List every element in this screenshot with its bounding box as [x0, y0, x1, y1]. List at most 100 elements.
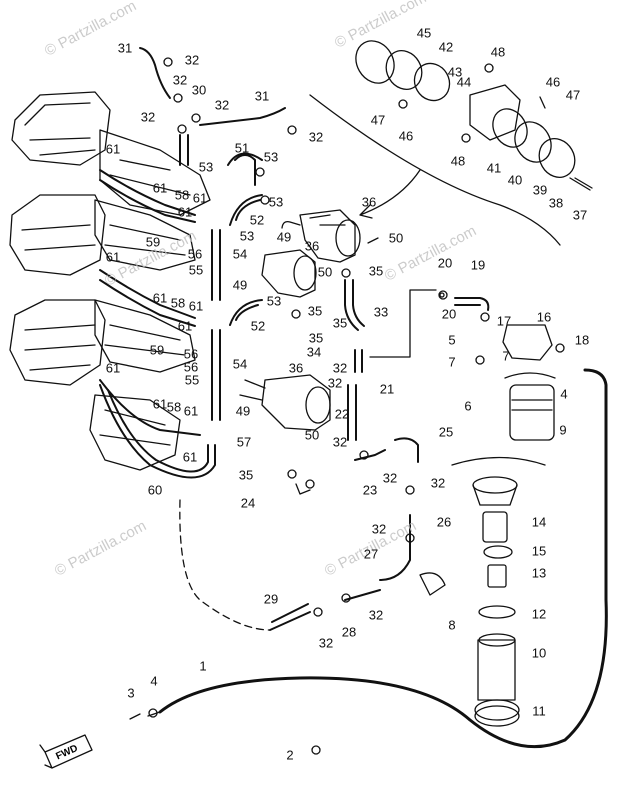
- fwd-arrow: [39, 734, 93, 769]
- callout-label: 55: [188, 262, 204, 278]
- callout-label: 6: [464, 398, 472, 414]
- callout-label: 1: [199, 658, 207, 674]
- callout-label: 45: [416, 25, 432, 41]
- callout-label: 32: [332, 434, 348, 450]
- callout-label: 46: [398, 128, 414, 144]
- pump-callout-arrow: [359, 169, 421, 219]
- callout-label: 61: [177, 318, 193, 334]
- callout-label: 50: [388, 230, 404, 246]
- callout-label: 8: [448, 617, 456, 633]
- callout-label: 31: [254, 88, 270, 104]
- fuel-hoses-left: [99, 47, 286, 479]
- callout-label: 4: [560, 386, 568, 402]
- fuel-filter-exploded: [472, 476, 520, 727]
- callout-label: 35: [307, 303, 323, 319]
- fuel-pump-lower: [239, 374, 331, 431]
- callout-label: 25: [438, 424, 454, 440]
- callout-label: 35: [238, 467, 254, 483]
- fuel-hoses-center: [269, 279, 490, 631]
- callout-label: 38: [548, 195, 564, 211]
- callout-label: 32: [327, 375, 343, 391]
- callout-label: 61: [152, 396, 168, 412]
- callout-label: 36: [304, 238, 320, 254]
- callout-label: 7: [448, 354, 456, 370]
- callout-label: 33: [373, 304, 389, 320]
- callout-label: 53: [239, 228, 255, 244]
- callout-label: 15: [531, 543, 547, 559]
- callout-label: 43: [447, 64, 463, 80]
- filter-inset-bracket: [451, 456, 546, 466]
- callout-label: 11: [532, 703, 546, 719]
- callout-label: 61: [105, 141, 121, 157]
- callout-label: 48: [490, 44, 506, 60]
- callout-label: 3: [127, 685, 135, 701]
- callout-label: 54: [232, 356, 248, 372]
- callout-label: 19: [470, 257, 486, 273]
- callout-label: 14: [531, 514, 547, 530]
- callout-label: 35: [368, 263, 384, 279]
- callout-label: 13: [531, 565, 547, 581]
- callout-label: 32: [332, 360, 348, 376]
- callout-label: 61: [105, 360, 121, 376]
- small-fittings: [148, 57, 591, 755]
- callout-label: 7: [502, 348, 510, 364]
- callout-label: 20: [441, 306, 457, 322]
- callout-label: 16: [536, 309, 552, 325]
- callout-label: 10: [531, 645, 547, 661]
- callout-label: 61: [152, 180, 168, 196]
- callout-label: 35: [332, 315, 348, 331]
- callout-label: 32: [214, 97, 230, 113]
- callout-label: 61: [188, 298, 204, 314]
- callout-label: 53: [266, 293, 282, 309]
- callout-label: 44: [456, 74, 472, 90]
- callout-label: 32: [172, 72, 188, 88]
- callout-label: 27: [363, 546, 379, 562]
- callout-label: 59: [145, 234, 161, 250]
- callout-label: 2: [286, 747, 294, 763]
- callout-label: 50: [317, 264, 333, 280]
- callout-label: 53: [198, 159, 214, 175]
- callout-label: 32: [184, 52, 200, 68]
- callout-label: 23: [362, 482, 378, 498]
- callout-label: 48: [450, 153, 466, 169]
- fuel-filter-upper: [502, 324, 556, 441]
- callout-label: 52: [249, 212, 265, 228]
- callout-label: 29: [263, 591, 279, 607]
- callout-label: 41: [486, 160, 502, 176]
- callout-label: 56: [183, 359, 199, 375]
- routing-guide-line: [179, 499, 271, 631]
- callout-label: 58: [170, 295, 186, 311]
- callout-label: 28: [341, 624, 357, 640]
- callout-label: 39: [532, 182, 548, 198]
- callout-label: 54: [232, 246, 248, 262]
- callout-label: 61: [177, 204, 193, 220]
- callout-label: 46: [545, 74, 561, 90]
- callout-label: 35: [308, 330, 324, 346]
- callout-label: 61: [105, 249, 121, 265]
- callout-label: 52: [250, 318, 266, 334]
- callout-label: 61: [183, 403, 199, 419]
- fuel-hose-1: [158, 368, 608, 749]
- callout-label: 51: [234, 140, 250, 156]
- callout-label: 36: [361, 194, 377, 210]
- callout-label: 58: [174, 187, 190, 203]
- callout-label: 4: [150, 673, 158, 689]
- callout-label: 60: [147, 482, 163, 498]
- callout-label: 61: [152, 290, 168, 306]
- callout-label: 61: [182, 449, 198, 465]
- callout-label: 53: [268, 194, 284, 210]
- engine-block-illustration: [9, 91, 211, 471]
- callout-label: 34: [306, 344, 322, 360]
- callout-label: 5: [448, 332, 456, 348]
- callout-label: 55: [184, 372, 200, 388]
- callout-label: 37: [572, 207, 588, 223]
- fuel-pump-upper: [299, 209, 361, 263]
- callout-label: 56: [183, 346, 199, 362]
- callout-label: 40: [507, 172, 523, 188]
- callout-label: 59: [149, 342, 165, 358]
- callout-label: 32: [308, 129, 324, 145]
- callout-label: 12: [531, 606, 547, 622]
- callout-label: 49: [235, 403, 251, 419]
- callout-label: 32: [430, 475, 446, 491]
